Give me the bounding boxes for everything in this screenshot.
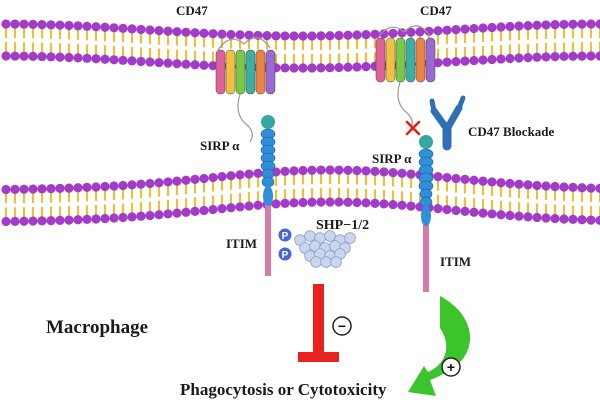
phospho-label: P bbox=[282, 231, 289, 242]
plus-badge: + bbox=[441, 357, 461, 377]
phospho-circle bbox=[278, 228, 292, 242]
sirpa-label-right: SIRP α bbox=[372, 151, 412, 166]
cd47-label-left: CD47 bbox=[176, 3, 208, 18]
blocked-cross-icon bbox=[405, 120, 421, 136]
itim-label-right: ITIM bbox=[440, 254, 472, 269]
sirpa-label-left: SIRP α bbox=[200, 138, 240, 153]
macrophage-membrane bbox=[1, 165, 600, 227]
membranes bbox=[1, 19, 600, 227]
svg-text:−: − bbox=[338, 318, 346, 334]
cd47-label-right: CD47 bbox=[420, 3, 452, 18]
phospho-label: P bbox=[282, 250, 289, 261]
svg-text:+: + bbox=[447, 359, 455, 375]
sirpa-receptor-right bbox=[418, 135, 434, 292]
shp-label: SHP−1/2 bbox=[316, 218, 370, 233]
sirpa-receptor-left bbox=[260, 115, 276, 276]
shp-cluster bbox=[294, 230, 356, 268]
inhibition-arrow bbox=[298, 284, 339, 362]
itim-label-left: ITIM bbox=[226, 236, 258, 251]
antibody-icon bbox=[429, 95, 466, 151]
cd47-blockade-label: CD47 Blockade bbox=[468, 124, 555, 139]
activation-arrow bbox=[408, 296, 471, 396]
outcome-label: Phagocytosis or Cytotoxicity bbox=[180, 380, 387, 399]
phospho-group: P P bbox=[278, 228, 292, 261]
macrophage-label: Macrophage bbox=[46, 317, 149, 338]
cd47-protein-right bbox=[375, 25, 436, 131]
cd47-protein-left bbox=[215, 37, 276, 143]
minus-badge: − bbox=[332, 316, 352, 336]
tumor-cell-membrane bbox=[1, 19, 600, 73]
phospho-circle bbox=[278, 247, 292, 261]
